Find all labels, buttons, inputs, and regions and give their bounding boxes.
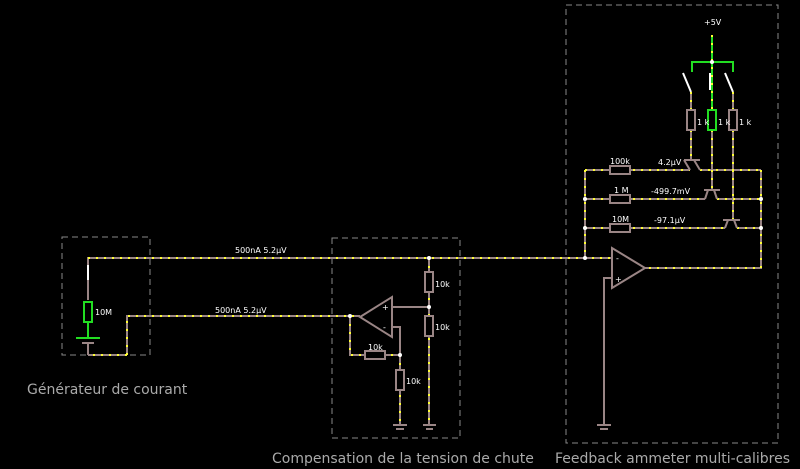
opamp-compensation[interactable] <box>358 295 393 339</box>
range-switch-10m[interactable] <box>724 72 734 93</box>
voltage-label: -97.1µV <box>654 216 686 225</box>
voltage-label: 4.2µV <box>658 158 682 167</box>
resistor-label: 1 k <box>739 118 752 127</box>
junction-dots <box>348 60 763 357</box>
supply-label: +5V <box>704 18 722 27</box>
resistor-1k-a[interactable] <box>686 109 696 131</box>
opamp-feedback[interactable] <box>611 246 647 290</box>
compensation-label: Compensation de la tension de chute <box>272 451 534 467</box>
generator-label: Générateur de courant <box>27 382 188 398</box>
resistor-1k-b[interactable] <box>707 109 717 131</box>
resistor-label: 1 M <box>614 186 629 195</box>
resistor-10m-source[interactable] <box>83 301 93 323</box>
resistor-comp-mid[interactable] <box>424 315 434 337</box>
minus-sign: - <box>616 254 619 263</box>
battery-icon <box>76 322 100 339</box>
generator-box <box>61 236 151 356</box>
resistor-label: 10k <box>368 343 383 352</box>
voltage-label: -499.7mV <box>651 187 691 196</box>
range-switch-100k[interactable] <box>682 72 692 93</box>
feedback-box <box>565 4 779 444</box>
wire-bottom-label: 500nA 5.2µV <box>215 306 267 315</box>
resistor-label: 100k <box>610 157 630 166</box>
resistor-label: 10k <box>406 377 421 386</box>
plus-sign: + <box>615 275 622 284</box>
resistor-label: 10M <box>95 308 112 317</box>
resistor-100k[interactable] <box>609 165 631 175</box>
resistor-label: 10k <box>435 280 450 289</box>
feedback-label: Feedback ammeter multi-calibres <box>555 451 790 467</box>
resistor-label: 10k <box>435 323 450 332</box>
resistor-comp-ground[interactable] <box>395 369 405 391</box>
plus-sign: + <box>382 303 389 312</box>
wire-top-label: 500nA 5.2µV <box>235 246 287 255</box>
resistor-comp-feedback[interactable] <box>364 350 386 360</box>
resistor-label: 1 k <box>718 118 731 127</box>
resistor-1k-c[interactable] <box>728 109 738 131</box>
transistor-icon <box>683 159 740 229</box>
resistor-10m[interactable] <box>609 223 631 233</box>
wires <box>87 35 762 425</box>
resistor-label: 1 k <box>697 118 710 127</box>
minus-sign: - <box>383 323 386 332</box>
resistor-label: 10M <box>612 215 629 224</box>
ground-icon <box>393 424 611 430</box>
compensation-box <box>331 237 461 439</box>
resistor-1m[interactable] <box>609 194 631 204</box>
resistor-comp-top[interactable] <box>424 271 434 293</box>
